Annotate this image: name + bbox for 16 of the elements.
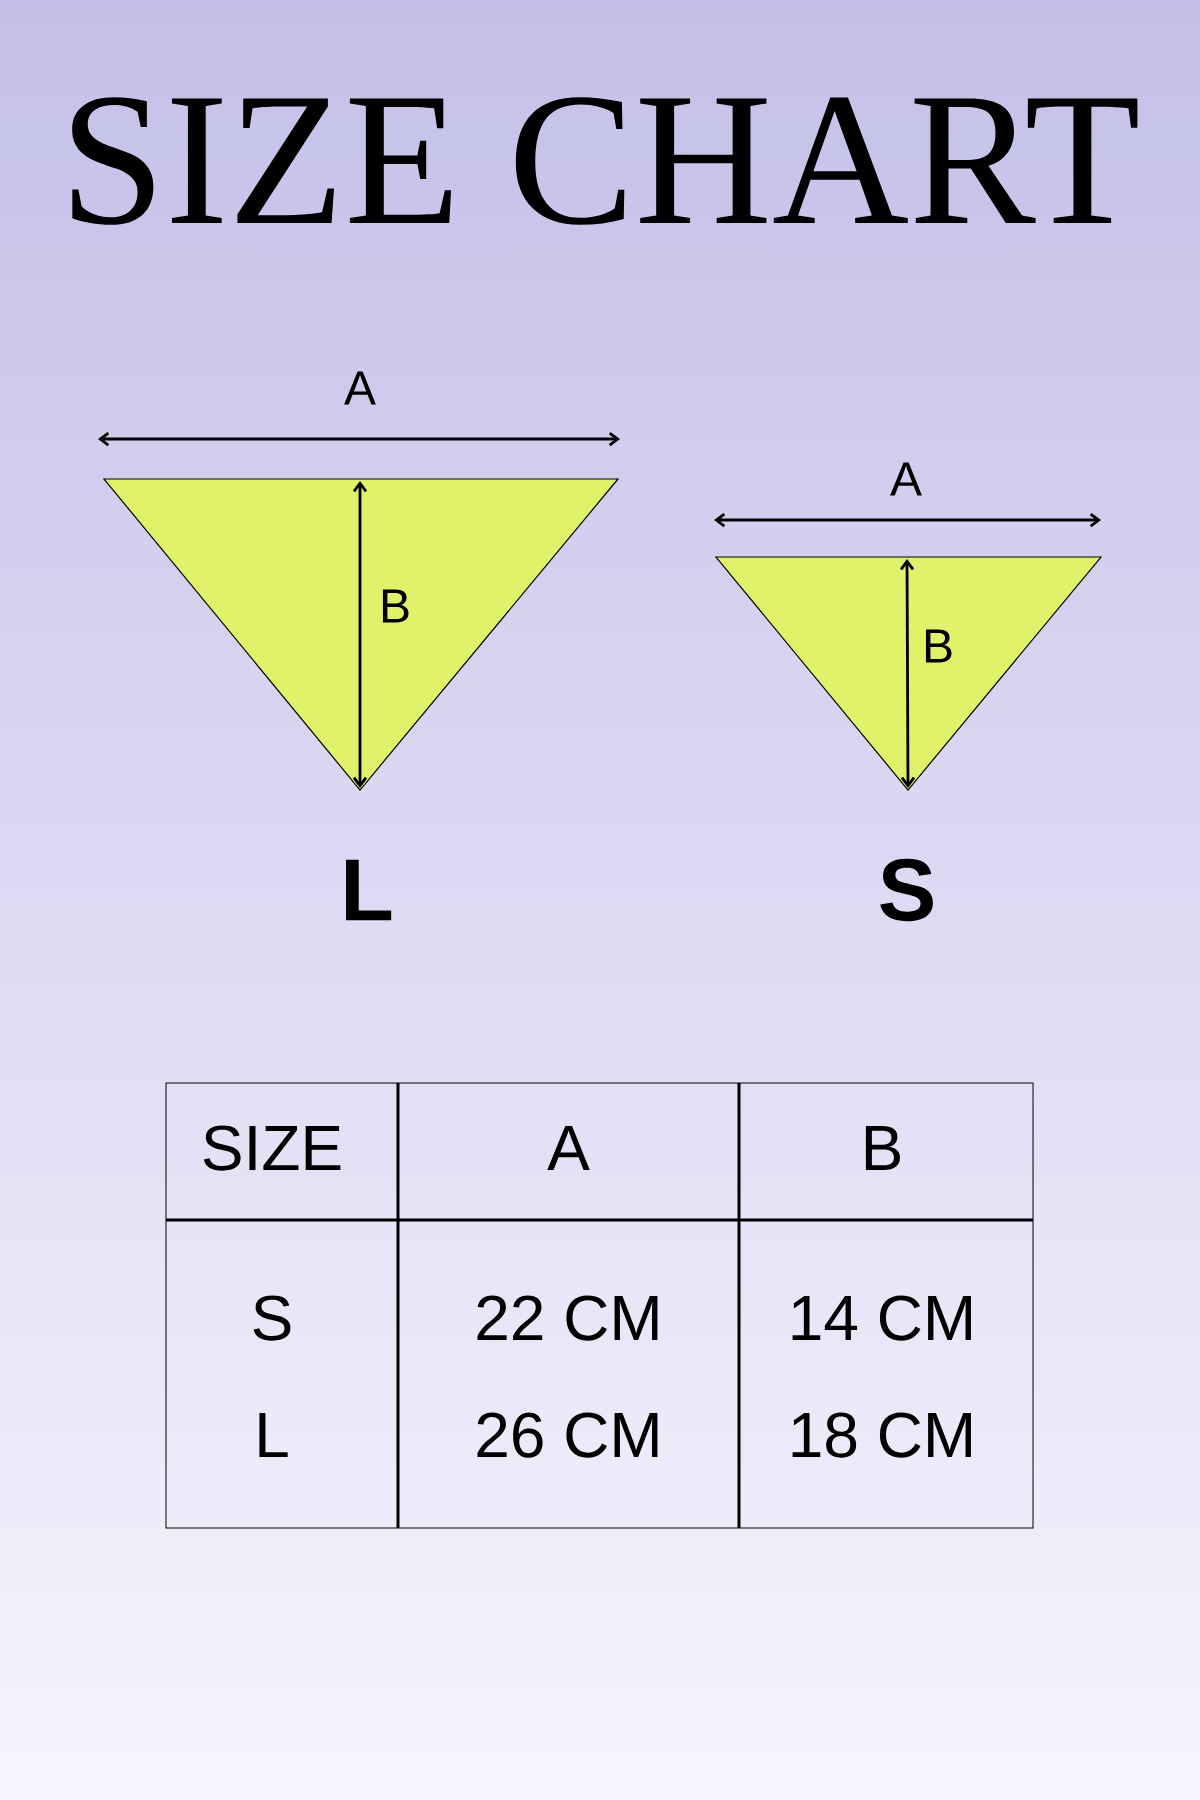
table-header: A	[547, 1126, 590, 1171]
dimension-label: B	[925, 629, 952, 663]
dimension-label: A	[344, 371, 376, 405]
table-value: 18 CM	[792, 1412, 971, 1458]
title: SIZE CHART	[72, 97, 1138, 225]
table-value: 14 CM	[792, 1295, 971, 1341]
table-header: B	[865, 1126, 900, 1171]
table-header: SIZE	[203, 1125, 341, 1171]
dimension-label: A	[890, 462, 922, 496]
size-letter: L	[346, 859, 392, 921]
table-value: S	[253, 1295, 291, 1341]
table-value: L	[259, 1413, 288, 1458]
table-value: 26 CM	[477, 1412, 658, 1458]
dimension-label: B	[382, 589, 409, 623]
size-letter: S	[880, 858, 933, 922]
table-value: 22 CM	[477, 1295, 658, 1341]
